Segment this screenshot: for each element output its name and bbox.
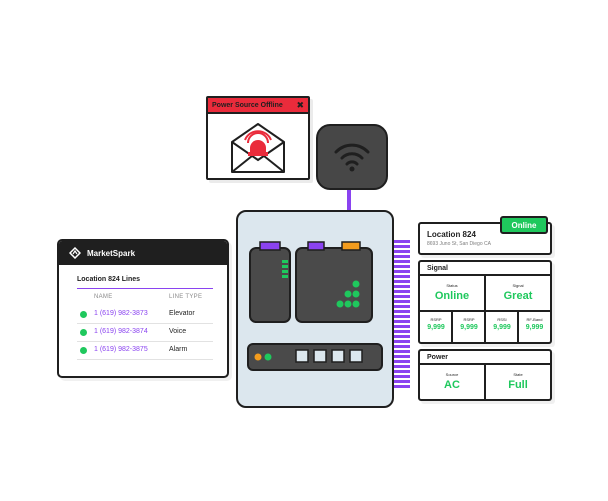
table-row[interactable]: 1 (619) 982-3874 Voice bbox=[77, 324, 213, 342]
status-value: Online bbox=[434, 290, 470, 302]
alert-title-bar: Power Source Offline ✖ bbox=[208, 98, 308, 114]
source-label: Source bbox=[445, 372, 459, 377]
state-label: State bbox=[513, 372, 523, 377]
metric-label: RSRP bbox=[430, 317, 442, 322]
alarm-envelope-icon bbox=[231, 123, 285, 173]
line-type: Elevator bbox=[169, 310, 195, 317]
table-row[interactable]: 1 (619) 982-3873 Elevator bbox=[77, 306, 213, 324]
status-label: Status bbox=[446, 283, 458, 288]
divider bbox=[484, 310, 486, 342]
divider bbox=[77, 288, 213, 289]
metric-value: 9,999 bbox=[493, 324, 511, 331]
metric-label: RF-Band bbox=[526, 317, 543, 322]
power-card: Power Source AC State Full bbox=[418, 349, 552, 401]
lines-subtitle: Location 824 Lines bbox=[77, 276, 141, 283]
status-dot-icon bbox=[80, 329, 87, 336]
line-type: Voice bbox=[169, 328, 187, 335]
wifi-hub bbox=[316, 124, 388, 190]
metric-value: 9,999 bbox=[460, 324, 478, 331]
state-value: Full bbox=[508, 379, 528, 391]
wifi-icon bbox=[334, 143, 370, 172]
signal-title: Signal bbox=[420, 262, 550, 276]
power-alert-window: Power Source Offline ✖ bbox=[206, 96, 310, 180]
line-phone[interactable]: 1 (619) 982-3875 bbox=[94, 346, 148, 353]
lines-card-header: MarketSpark bbox=[59, 241, 227, 265]
divider bbox=[484, 365, 486, 399]
cable-stripes bbox=[392, 240, 410, 390]
divider bbox=[484, 276, 486, 310]
metric-label: RSSI bbox=[497, 317, 507, 322]
alert-title: Power Source Offline bbox=[212, 101, 283, 109]
location-address: 8693 Juno St, San Diego CA bbox=[427, 241, 491, 247]
device-panel bbox=[236, 210, 394, 408]
status-dot-icon bbox=[80, 311, 87, 318]
source-value: AC bbox=[444, 379, 460, 391]
column-header-line-type: LINE TYPE bbox=[169, 294, 203, 300]
signal-label: Signal bbox=[512, 283, 524, 288]
divider bbox=[517, 310, 519, 342]
line-phone[interactable]: 1 (619) 982-3874 bbox=[94, 328, 148, 335]
table-row[interactable]: 1 (619) 982-3875 Alarm bbox=[77, 342, 213, 360]
brand-name: MarketSpark bbox=[87, 248, 136, 258]
line-phone[interactable]: 1 (619) 982-3873 bbox=[94, 310, 148, 317]
status-badge: Online bbox=[500, 216, 548, 234]
power-title: Power bbox=[420, 351, 550, 365]
device-components bbox=[247, 241, 383, 371]
location-title: Location 824 bbox=[427, 230, 476, 239]
status-dot-icon bbox=[80, 347, 87, 354]
signal-value: Great bbox=[503, 290, 533, 302]
signal-card: Signal Status Online Signal Great RSRP 9… bbox=[418, 260, 552, 344]
divider bbox=[451, 310, 453, 342]
metric-label: RSRP bbox=[463, 317, 475, 322]
lines-card: MarketSpark Location 824 Lines NAME LINE… bbox=[57, 239, 229, 378]
close-icon[interactable]: ✖ bbox=[296, 99, 304, 110]
metric-value: 9,999 bbox=[525, 324, 544, 331]
marketspark-logo-icon bbox=[69, 247, 81, 259]
metric-value: 9,999 bbox=[427, 324, 445, 331]
line-type: Alarm bbox=[169, 346, 188, 353]
column-header-name: NAME bbox=[94, 294, 113, 300]
